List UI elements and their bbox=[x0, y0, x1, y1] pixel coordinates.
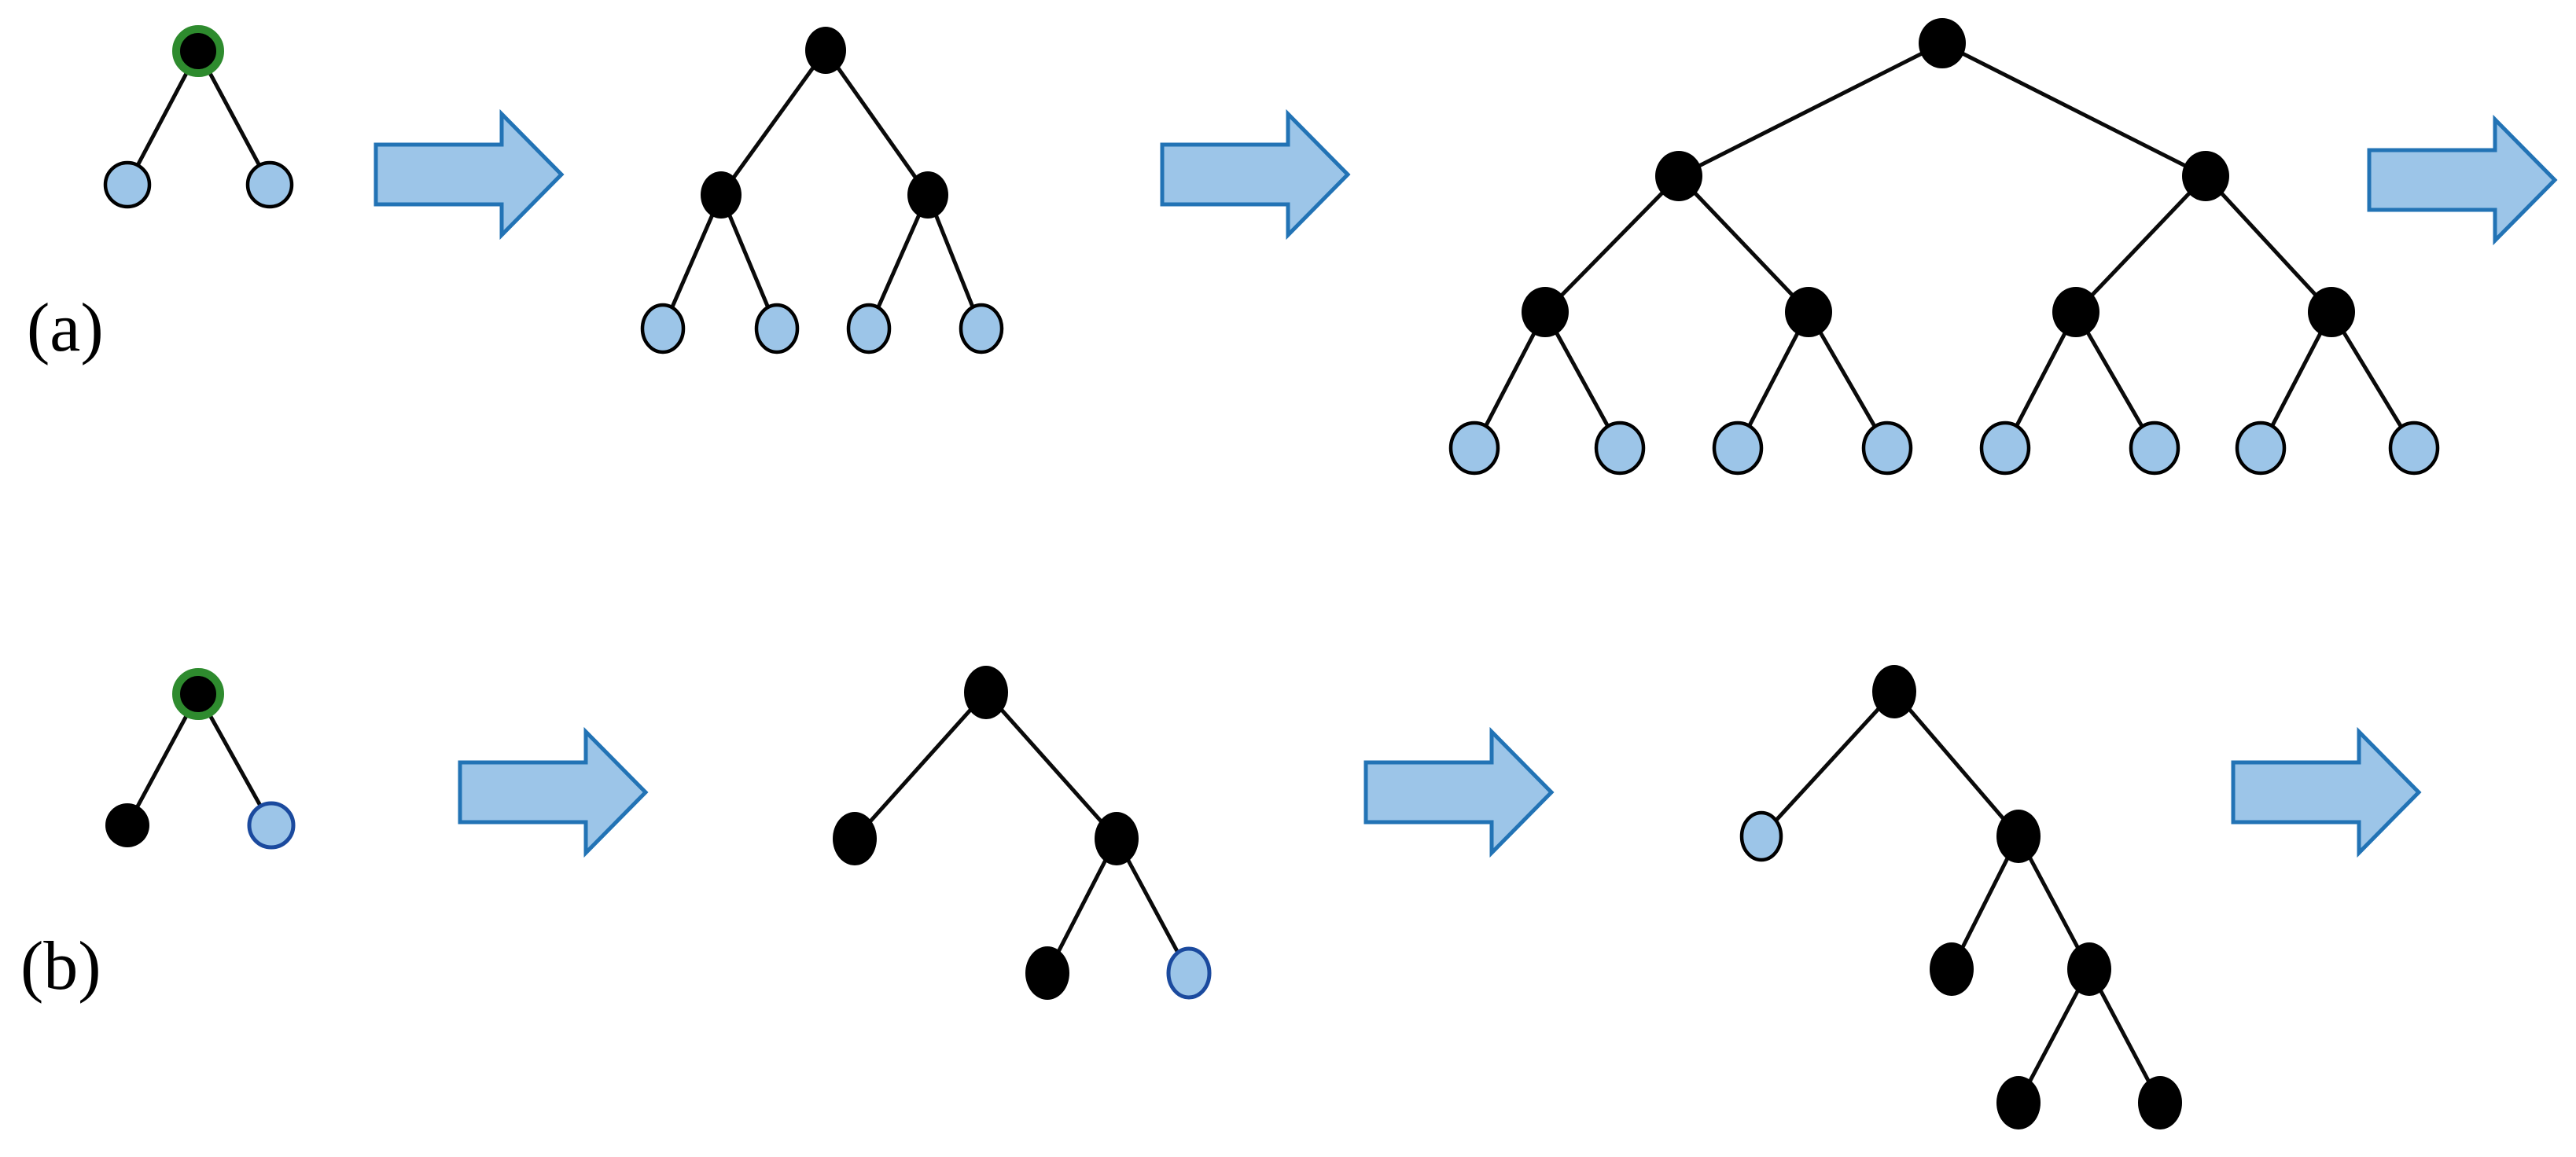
tree-node-blue bbox=[1739, 810, 1783, 862]
tree-node-blue bbox=[1861, 421, 1913, 476]
panel-a-label: (a) bbox=[27, 290, 104, 366]
step-arrow-icon bbox=[458, 726, 649, 858]
tree-node-blue-new bbox=[1166, 946, 1212, 1000]
panel-b bbox=[105, 665, 2422, 1129]
tree-node-blue bbox=[2129, 421, 2180, 476]
tree-edge bbox=[2203, 174, 2334, 314]
tree-node-black bbox=[907, 171, 948, 219]
step-arrow-icon bbox=[2367, 114, 2558, 246]
panel-a bbox=[103, 18, 2558, 476]
tree-edge bbox=[1676, 41, 1945, 178]
tree-edge bbox=[1759, 689, 1897, 839]
tree-node-black bbox=[2138, 1076, 2182, 1129]
tree-edge bbox=[2074, 174, 2208, 314]
step-arrow-icon bbox=[374, 108, 565, 241]
tree-node-black bbox=[1095, 812, 1139, 865]
tree-a-step-2 bbox=[640, 27, 1004, 354]
tree-a-step-3 bbox=[1448, 18, 2440, 476]
tree-node-black bbox=[105, 803, 149, 847]
tree-node-black bbox=[1655, 151, 1702, 201]
tree-node-black bbox=[2182, 151, 2229, 201]
tree-edge bbox=[1543, 174, 1681, 314]
tree-node-blue bbox=[640, 303, 686, 354]
tree-node-black bbox=[1996, 810, 2041, 863]
tree-edge bbox=[852, 690, 988, 841]
tree-node-black bbox=[2067, 942, 2111, 996]
step-arrow-icon bbox=[2231, 726, 2422, 858]
step-arrow-icon bbox=[1160, 108, 1351, 241]
tree-edge bbox=[1892, 689, 2021, 839]
tree-node-black bbox=[1522, 287, 1569, 337]
tree-node-blue bbox=[103, 160, 152, 209]
tree-node-blue bbox=[2388, 421, 2440, 476]
tree-node-black bbox=[805, 27, 846, 74]
tree-b-step-2 bbox=[833, 666, 1212, 1000]
tree-node-blue bbox=[754, 303, 800, 354]
tree-node-black bbox=[833, 812, 877, 865]
tree-edge bbox=[984, 690, 1119, 841]
tree-root-node-green-ring bbox=[172, 25, 224, 77]
panel-b-label: (b) bbox=[20, 928, 101, 1005]
tree-node-blue bbox=[959, 303, 1004, 354]
tree-node-blue bbox=[1979, 421, 2031, 476]
step-arrow-icon bbox=[1363, 726, 1555, 858]
tree-node-black bbox=[1872, 665, 1916, 718]
tree-node-blue bbox=[1712, 421, 1764, 476]
tree-node-blue bbox=[846, 303, 892, 354]
tree-node-black bbox=[1025, 946, 1069, 1000]
tree-node-blue-new bbox=[247, 801, 296, 850]
tree-node-black bbox=[1919, 18, 1966, 68]
tree-edge bbox=[823, 48, 930, 197]
tree-node-black bbox=[1930, 942, 1974, 996]
tree-edge bbox=[1676, 174, 1811, 314]
tree-edge bbox=[1940, 41, 2208, 178]
tree-root-node-green-ring bbox=[172, 668, 224, 720]
tree-node-black bbox=[1785, 287, 1832, 337]
tree-edge bbox=[1114, 836, 1191, 975]
tree-node-black bbox=[2052, 287, 2099, 337]
tree-b-step-1 bbox=[105, 668, 296, 850]
tree-a-step-1 bbox=[103, 25, 294, 209]
tree-node-black bbox=[701, 171, 742, 219]
tree-node-blue bbox=[2235, 421, 2287, 476]
tree-node-blue bbox=[1448, 421, 1500, 476]
tree-node-black bbox=[964, 666, 1008, 719]
tree-edge bbox=[719, 48, 828, 197]
tree-node-black bbox=[2308, 287, 2355, 337]
tree-node-blue bbox=[245, 160, 294, 209]
tree-b-step-3 bbox=[1739, 665, 2182, 1129]
tree-node-blue bbox=[1594, 421, 1646, 476]
tree-node-black bbox=[1996, 1076, 2041, 1129]
